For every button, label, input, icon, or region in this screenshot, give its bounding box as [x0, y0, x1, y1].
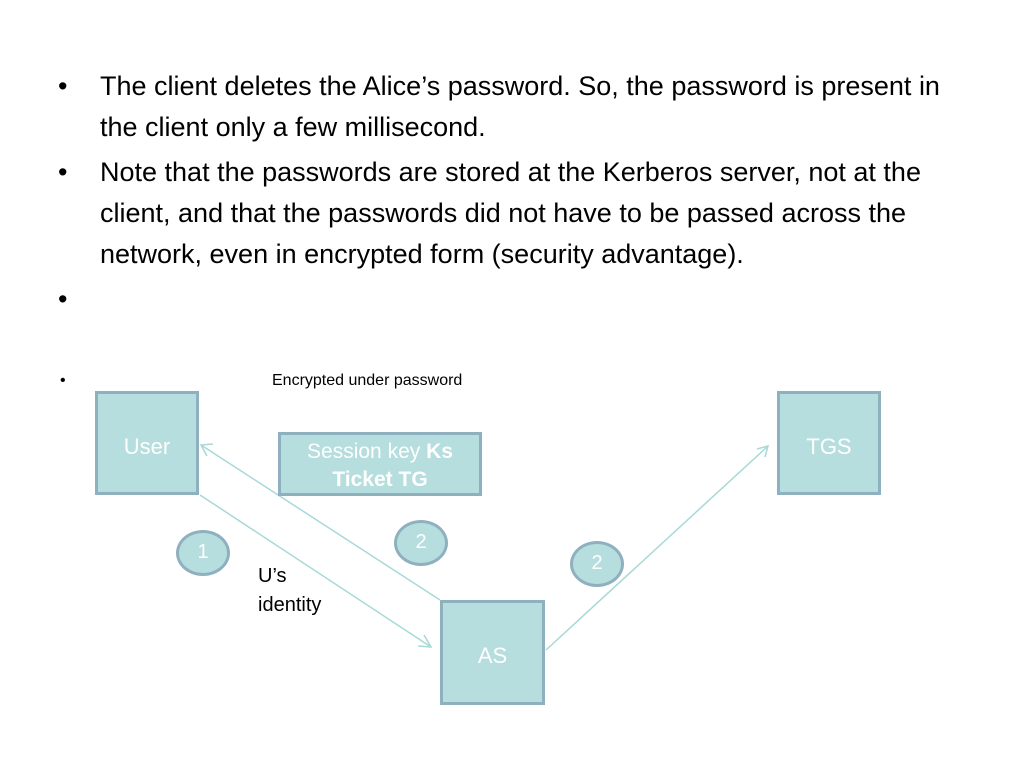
bullet-passwords-stored-at-server: • Note that the passwords are stored at … [58, 152, 978, 275]
tgs-box-label: TGS [806, 434, 852, 459]
step-1-badge: 1 [176, 530, 230, 576]
as-box-label: AS [477, 643, 508, 668]
arrow-as-to-tgs [545, 445, 769, 651]
arrow-user-to-as [199, 494, 432, 648]
step-2-forward-badge: 2 [570, 541, 624, 587]
bullet-marker: • [58, 157, 68, 187]
user-identity-label: U’s identity [258, 562, 321, 620]
arrowhead-as-to-tgs [756, 444, 770, 458]
arrowhead-user-to-as [417, 634, 433, 648]
ticket-tg-label: Ticket TG [332, 468, 428, 491]
user-box: User [95, 391, 199, 495]
arrowhead-as-to-user [199, 443, 214, 457]
identity-line-2: identity [258, 594, 322, 616]
bullet-marker: • [58, 71, 68, 101]
bullet-empty: • [58, 279, 978, 320]
bullet-list: • The client deletes the Alice’s passwor… [58, 66, 978, 324]
diagram-caption: Encrypted under password [272, 372, 463, 389]
user-box-label: User [123, 434, 171, 459]
arrow-as-to-user [200, 444, 441, 601]
bullet-text: Note that the passwords are stored at th… [100, 157, 921, 269]
bullet-text: The client deletes the Alice’s password.… [100, 71, 940, 142]
bullet-marker: • [58, 284, 68, 314]
bullet-client-deletes-password: • The client deletes the Alice’s passwor… [58, 66, 978, 148]
identity-line-1: U’s [258, 565, 287, 587]
step-2-return-badge: 2 [394, 520, 448, 566]
as-box: AS [440, 600, 545, 705]
session-key-name: Ks [426, 440, 453, 463]
session-key-ticket-box: Session key Ks Ticket TG [278, 432, 482, 496]
session-key-prefix: Session key [307, 440, 427, 463]
small-bullet-marker: • [60, 372, 66, 389]
tgs-box: TGS [777, 391, 881, 495]
